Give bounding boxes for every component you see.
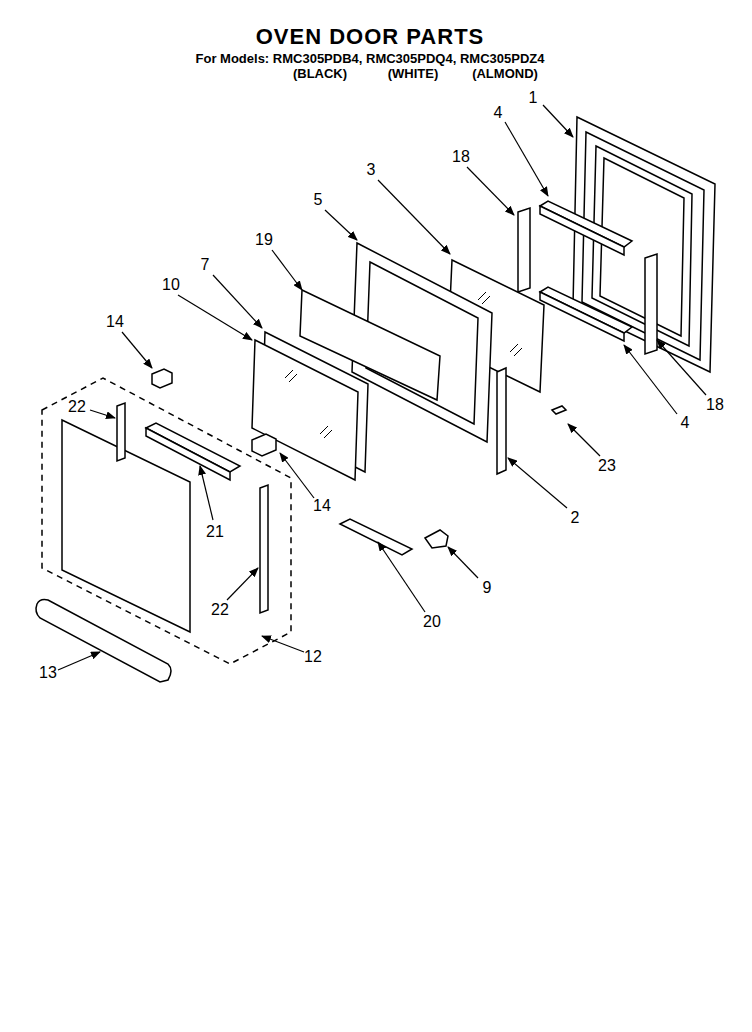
callout-number: 14 <box>106 314 124 330</box>
callout-number: 3 <box>367 162 376 178</box>
callout-number: 5 <box>314 192 323 208</box>
callout-number: 13 <box>39 665 57 681</box>
callout-number: 23 <box>598 458 616 474</box>
callout-number: 1 <box>529 90 538 106</box>
color-note: (ALMOND) <box>472 67 538 80</box>
color-note: (BLACK) <box>293 67 347 80</box>
callout-number: 9 <box>483 580 492 596</box>
callout-number: 14 <box>313 498 331 514</box>
callout-number: 22 <box>211 602 229 618</box>
callout-number: 21 <box>206 524 224 540</box>
callout-number: 12 <box>304 649 322 665</box>
callout-number: 7 <box>201 257 210 273</box>
model-list: For Models: RMC305PDB4, RMC305PDQ4, RMC3… <box>196 52 545 65</box>
callout-number: 2 <box>571 510 580 526</box>
callout-number: 4 <box>494 105 503 121</box>
callout-number: 18 <box>452 149 470 165</box>
callout-number: 20 <box>423 614 441 630</box>
callout-number: 22 <box>68 399 86 415</box>
diagram-title: OVEN DOOR PARTS <box>256 26 485 48</box>
callout-number: 4 <box>681 415 690 431</box>
callout-number: 10 <box>162 277 180 293</box>
color-note: (WHITE) <box>388 67 439 80</box>
callout-number: 19 <box>255 232 273 248</box>
callout-number: 18 <box>706 397 724 413</box>
